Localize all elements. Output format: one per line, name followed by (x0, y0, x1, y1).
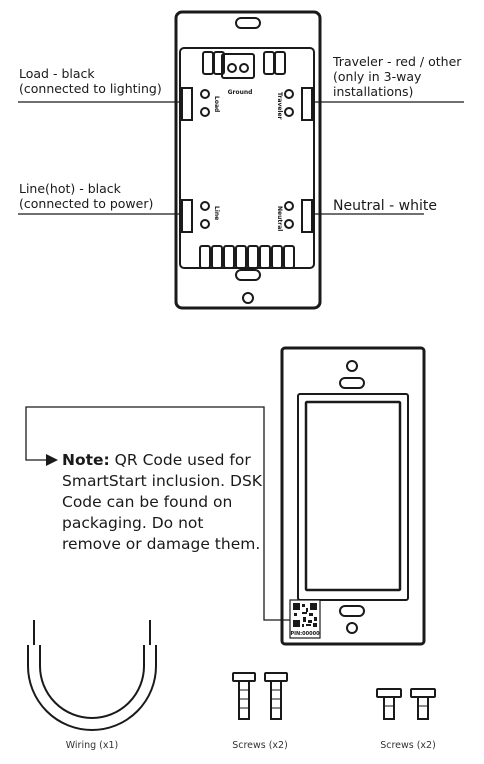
qr-code: PIN:00000 (289, 599, 321, 639)
line-wire-desc: (connected to power) (19, 196, 154, 211)
line-wire-title: Line(hot) - black (19, 181, 121, 196)
load-wire-label: Load - black (connected to lighting) (19, 66, 162, 96)
wiring-caption: Wiring (x1) (65, 740, 119, 751)
neutral-wire-label: Neutral - white (333, 198, 437, 214)
switch-back-body (174, 10, 322, 310)
load-terminal-label: Load (213, 96, 220, 112)
load-terminal (181, 87, 210, 121)
qr-pin-label: PIN:00000 (290, 631, 320, 637)
wiring-accessory (27, 620, 157, 731)
line-wire-label: Line(hot) - black (connected to power) (19, 181, 153, 211)
traveler-wire-title: Traveler - red / other (333, 54, 462, 69)
leader-lines (18, 101, 464, 215)
long-screws (232, 672, 288, 720)
load-wire-title: Load - black (19, 66, 95, 81)
neutral-terminal (284, 199, 313, 233)
note-leader (25, 406, 290, 621)
qr-note: Note: QR Code used for SmartStart inclus… (62, 450, 262, 555)
switch-front (280, 346, 426, 646)
short-screws (376, 688, 436, 720)
load-wire-desc: (connected to lighting) (19, 81, 162, 96)
long-screws-caption: Screws (x2) (232, 740, 288, 751)
bottom-ribs (199, 245, 295, 269)
neutral-terminal-label: Neutral (276, 206, 283, 231)
traveler-terminal-label: Traveler (276, 92, 283, 120)
traveler-terminal (284, 87, 313, 121)
note-prefix: Note: (62, 451, 110, 469)
top-ribs (202, 51, 286, 79)
traveler-wire-desc-2: installations) (333, 84, 414, 99)
arrow-icon (46, 454, 58, 466)
note-text: QR Code used for SmartStart inclusion. D… (62, 451, 262, 553)
line-terminal (181, 199, 210, 233)
short-screws-caption: Screws (x2) (380, 740, 436, 751)
traveler-wire-label: Traveler - red / other (only in 3-way in… (333, 54, 461, 99)
ground-terminal-label: Ground (228, 89, 253, 96)
line-terminal-label: Line (213, 206, 220, 220)
traveler-wire-desc-1: (only in 3-way (333, 69, 422, 84)
